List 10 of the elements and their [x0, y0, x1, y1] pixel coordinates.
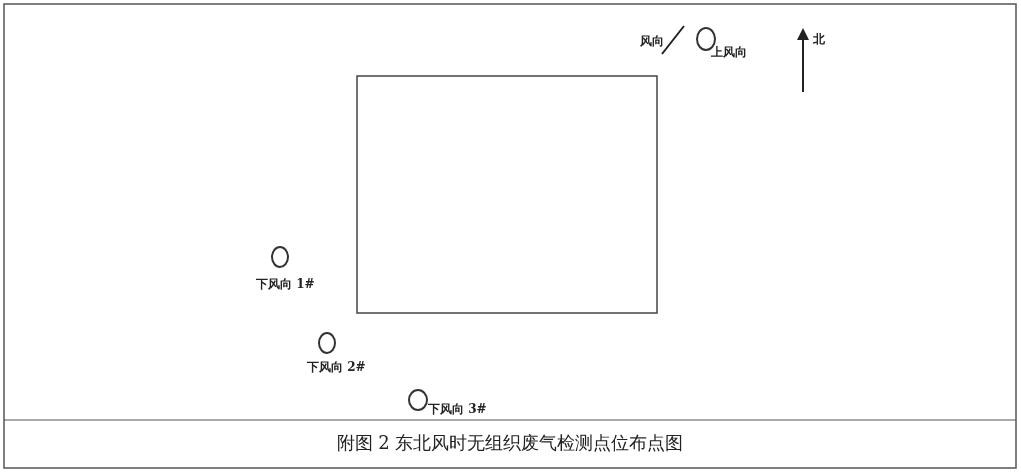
point-label: 下风向 2#: [307, 359, 366, 376]
point-label: 上风向: [711, 44, 747, 61]
north-label: 北: [813, 31, 825, 48]
sampling-point-circle: [271, 246, 289, 268]
point-label: 下风向 1#: [256, 276, 315, 293]
point-label: 下风向 3#: [428, 401, 487, 418]
caption: 附图 2 东北风时无组织废气检测点位布点图: [336, 431, 684, 455]
sampling-point-circle: [318, 332, 336, 354]
sampling-point-circle: [408, 389, 428, 411]
wind-direction-label: 风向: [640, 33, 664, 50]
